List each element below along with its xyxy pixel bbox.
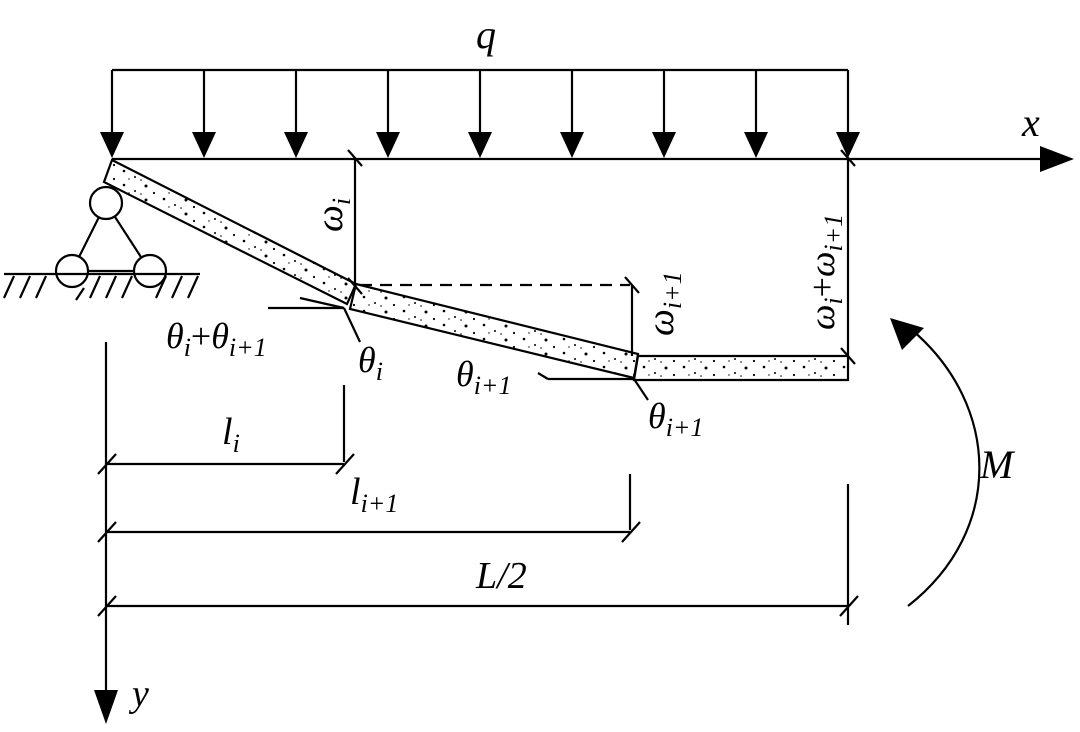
x-axis (112, 146, 1074, 172)
load-arrow (468, 70, 492, 158)
moment-label: M (979, 442, 1016, 487)
load-arrow (652, 70, 676, 158)
beam-segment (632, 354, 850, 382)
dimension-label-l-i-plus-1: li+1 (350, 471, 398, 518)
load-arrow (192, 70, 216, 158)
pin-support (2, 185, 200, 301)
angle-leaders (268, 296, 649, 401)
deflection-guides (347, 149, 856, 365)
angle-label-i: θi (358, 340, 383, 386)
dimension-lines (97, 385, 859, 625)
angle-label-sum: θi+θi+1 (166, 316, 267, 362)
load-arrow (836, 70, 860, 158)
dimension-line (97, 595, 859, 617)
x-axis-label: x (1021, 100, 1040, 145)
beam-segment (348, 282, 640, 380)
y-axis (94, 342, 118, 724)
angle-label-i-plus-1-right: θi+1 (648, 396, 703, 442)
hinge-pin (88, 185, 124, 221)
ground-hatch (2, 275, 200, 301)
y-axis-label: y (128, 673, 149, 715)
bending-moment-arrow (890, 318, 981, 607)
dimension-label-l-i: li (222, 411, 240, 458)
load-label: q (476, 12, 496, 57)
angle-label-i-plus-1-left: θi+1 (456, 354, 511, 400)
deflection-label-i-plus-1: ωi+1 (640, 271, 687, 336)
load-arrow (376, 70, 400, 158)
load-arrow (284, 70, 308, 158)
dimension-line (97, 453, 355, 475)
roller (132, 253, 168, 289)
deflection-label-sum: ωi+ωi+1 (802, 214, 848, 330)
load-arrow (100, 70, 124, 158)
distributed-load (100, 68, 860, 158)
y-axis-arrowhead (94, 690, 118, 724)
load-arrow (560, 70, 584, 158)
roller (54, 253, 90, 289)
deflected-beam (102, 158, 850, 382)
dimension-line (97, 521, 641, 543)
load-arrow (744, 70, 768, 158)
deflection-label-i: ωi (309, 198, 356, 232)
x-axis-arrowhead (1040, 146, 1074, 172)
dimension-label-half-span: L/2 (475, 555, 527, 597)
beam-segment (102, 158, 358, 306)
